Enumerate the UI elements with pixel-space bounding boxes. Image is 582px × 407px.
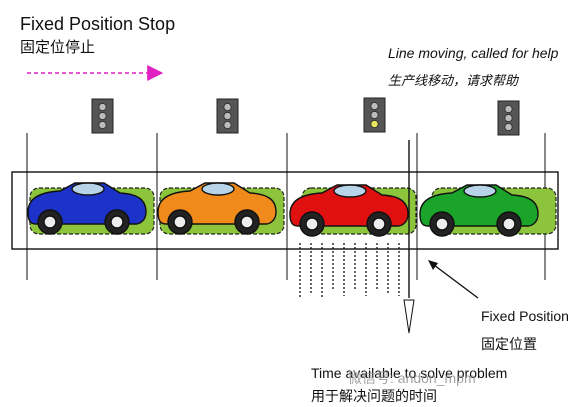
andon-light-yellow-icon <box>363 97 386 133</box>
help-call-chinese: 生产线移动，请求帮助 <box>388 73 519 88</box>
car-icon-orange <box>157 182 277 235</box>
car-icon-green <box>419 184 539 237</box>
fixed-position-label-english: Fixed Position <box>481 308 569 324</box>
andon-light-icon <box>91 98 114 134</box>
time-dotted-lines <box>299 243 400 298</box>
watermark: 微信号: andon_mpm <box>348 370 476 386</box>
conveyor-line <box>11 171 559 250</box>
car-icon-blue <box>27 182 147 235</box>
help-call-english: Line moving, called for help <box>388 45 559 61</box>
title-english: Fixed Position Stop <box>20 14 176 34</box>
title-chinese: 固定位停止 <box>20 39 96 56</box>
andon-light-icon <box>216 98 239 134</box>
fixed-position-arrow-icon <box>429 261 479 299</box>
time-indicator-icon <box>403 299 415 334</box>
time-available-label-english: Time available to solve problem <box>311 365 508 381</box>
andon-light-icon <box>497 100 520 136</box>
fixed-position-label-chinese: 固定位置 <box>481 336 537 352</box>
car-icon-red <box>289 184 409 237</box>
time-available-label-chinese: 用于解决问题的时间 <box>311 388 437 404</box>
